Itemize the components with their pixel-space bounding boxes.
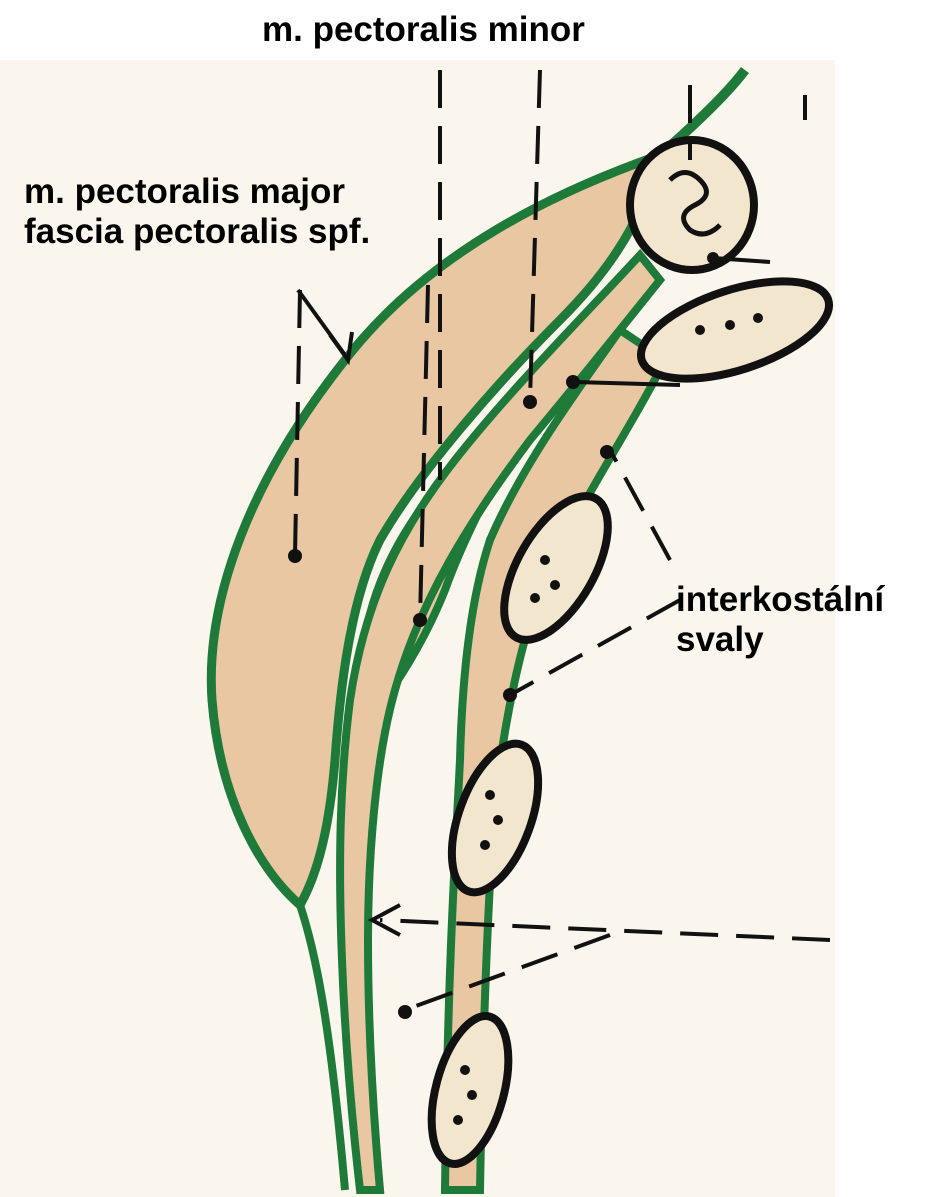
- label-pectoralis-minor: m. pectoralis minor: [262, 10, 585, 50]
- label-pectoralis-major-line2: fascia pectoralis spf.: [24, 212, 370, 252]
- label-pectoralis-major: m. pectoralis major fascia pectoralis sp…: [24, 172, 370, 252]
- label-pectoralis-major-line1: m. pectoralis major: [24, 172, 370, 212]
- label-intercostal: interkostální svaly: [676, 580, 884, 660]
- label-pectoralis-minor-text: m. pectoralis minor: [262, 10, 585, 50]
- label-intercostal-line1: interkostální: [676, 580, 884, 620]
- label-intercostal-line2: svaly: [676, 620, 884, 660]
